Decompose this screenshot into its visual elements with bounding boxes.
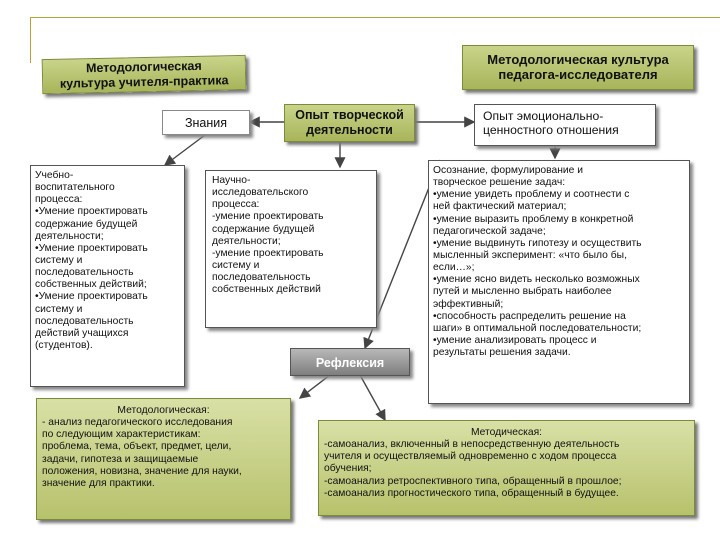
- educational-line: (студентов).: [35, 339, 93, 351]
- research-line: -умение проектировать: [212, 247, 324, 259]
- awareness-line: результаты решения задачи.: [433, 347, 571, 359]
- research-line: процесса:: [212, 199, 260, 211]
- educational-line: содержание будущей: [35, 218, 138, 230]
- methodological-line: по следующим характеристикам:: [42, 429, 201, 441]
- awareness-line: Осознание, формулирование и: [433, 165, 584, 176]
- methodological-line: значение для практики.: [42, 477, 155, 489]
- awareness-line: шаги» в оптимальной последовательности;: [433, 322, 642, 334]
- arrow-awareness-to-reflection: [363, 159, 441, 350]
- culture-practitioner-box: Методологическая культура учителя-практи…: [41, 54, 247, 95]
- methodical-line: обучения;: [324, 463, 372, 475]
- educational-process-box: Учебно- воспитательного процесса: •Умени…: [30, 165, 185, 387]
- methodical-title: Методическая:: [470, 427, 543, 438]
- awareness-line: ней фактический материал;: [433, 201, 567, 213]
- culture-researcher-line-2: педагога-исследователя: [498, 67, 658, 83]
- educational-line: •Умение проектировать: [35, 206, 148, 218]
- awareness-line: •способность распределить решение на: [433, 310, 626, 322]
- awareness-line: педагогической задаче;: [433, 225, 546, 237]
- arrow-reflection-to-methodological: [298, 374, 331, 399]
- culture-practitioner-line-2: культура учителя-практика: [59, 72, 229, 91]
- educational-line: собственных действий;: [35, 279, 147, 291]
- frame-left-line: [30, 17, 31, 63]
- educational-line: воспитательного: [35, 182, 115, 194]
- educational-line: •Умение проектировать: [35, 291, 148, 303]
- methodical-line: -самоанализ ретроспективного типа, обращ…: [324, 475, 622, 487]
- awareness-line: •умение увидеть проблему и соотнести с: [433, 189, 630, 201]
- research-line: систему и: [212, 259, 260, 271]
- emotional-value-box: Опыт эмоционально- ценностного отношения: [474, 104, 656, 146]
- educational-line: действий учащихся: [35, 327, 129, 339]
- knowledge-label: Знания: [184, 116, 228, 130]
- knowledge-box: Знания: [162, 110, 250, 135]
- educational-line: процесса:: [35, 194, 83, 206]
- research-line: последовательность: [212, 272, 311, 284]
- research-line: Научно-: [212, 175, 251, 186]
- methodological-line: задачи, гипотеза и защищаемые: [42, 453, 199, 465]
- creative-activity-box: Опыт творческой деятельности: [284, 104, 415, 142]
- educational-line: систему и: [35, 254, 83, 266]
- methodological-line: проблема, тема, объект, предмет, цели,: [42, 441, 232, 453]
- awareness-line: •умение выразить проблему в конкретной: [433, 213, 634, 225]
- awareness-box: Осознание, формулирование и творческое р…: [428, 160, 690, 404]
- awareness-line: •умение выдвинуть гипотезу и осуществить: [433, 237, 642, 249]
- awareness-line: мысленный эксперимент: «что было бы,: [433, 249, 627, 261]
- arrow-knowledge-to-educational: [163, 134, 206, 166]
- methodical-line: -самоанализ прогностического типа, обращ…: [324, 487, 619, 499]
- educational-line: деятельности;: [35, 230, 104, 242]
- educational-line: последовательность: [35, 315, 134, 327]
- frame-top-line: [30, 17, 720, 18]
- educational-line: •Умение проектировать: [35, 242, 148, 254]
- research-line: деятельности;: [212, 235, 281, 247]
- awareness-line: •умение анализировать процесс и: [433, 334, 597, 346]
- awareness-line: путей и мысленно выбрать наиболее: [433, 286, 612, 298]
- creative-line-2: деятельности: [306, 122, 393, 137]
- awareness-line: •умение ясно видеть несколько возможных: [433, 274, 640, 286]
- research-process-box: Научно- исследовательского процесса: -ум…: [205, 170, 377, 328]
- educational-line: последовательность: [35, 267, 134, 279]
- educational-line: систему и: [35, 303, 83, 315]
- reflection-label: Рефлексия: [315, 356, 385, 370]
- arrow-reflection-to-methodical: [359, 374, 386, 422]
- methodical-box: Методическая: -самоанализ, включенный в …: [318, 420, 695, 516]
- culture-researcher-box: Методологическая культура педагога-иссле…: [462, 45, 694, 90]
- culture-researcher-line-1: Методологическая культура: [487, 52, 669, 67]
- methodical-line: -самоанализ, включенный в непосредственн…: [324, 439, 620, 451]
- emotional-line-2: ценностного отношения: [483, 123, 619, 138]
- awareness-line: творческое решение задач:: [433, 177, 566, 189]
- methodological-box: Методологическая: - анализ педагогическо…: [36, 398, 291, 520]
- methodical-line: учителя и осуществляемый одновременно с …: [324, 451, 617, 463]
- reflection-box: Рефлексия: [290, 348, 410, 376]
- research-line: содержание будущей: [212, 223, 315, 235]
- methodological-line: - анализ педагогического исследования: [42, 417, 233, 429]
- awareness-line: если…»;: [433, 262, 475, 274]
- educational-line: Учебно-: [35, 170, 74, 181]
- awareness-line: эффективный;: [433, 298, 504, 310]
- research-line: собственных действий: [212, 284, 321, 296]
- methodological-title: Методологическая:: [117, 405, 210, 416]
- methodological-line: положения, новизна, значение для науки,: [42, 465, 242, 477]
- creative-line-1: Опыт творческой: [295, 108, 404, 122]
- research-line: -умение проектировать: [212, 211, 324, 223]
- research-line: исследовательского: [212, 187, 309, 199]
- emotional-line-1: Опыт эмоционально-: [483, 109, 604, 123]
